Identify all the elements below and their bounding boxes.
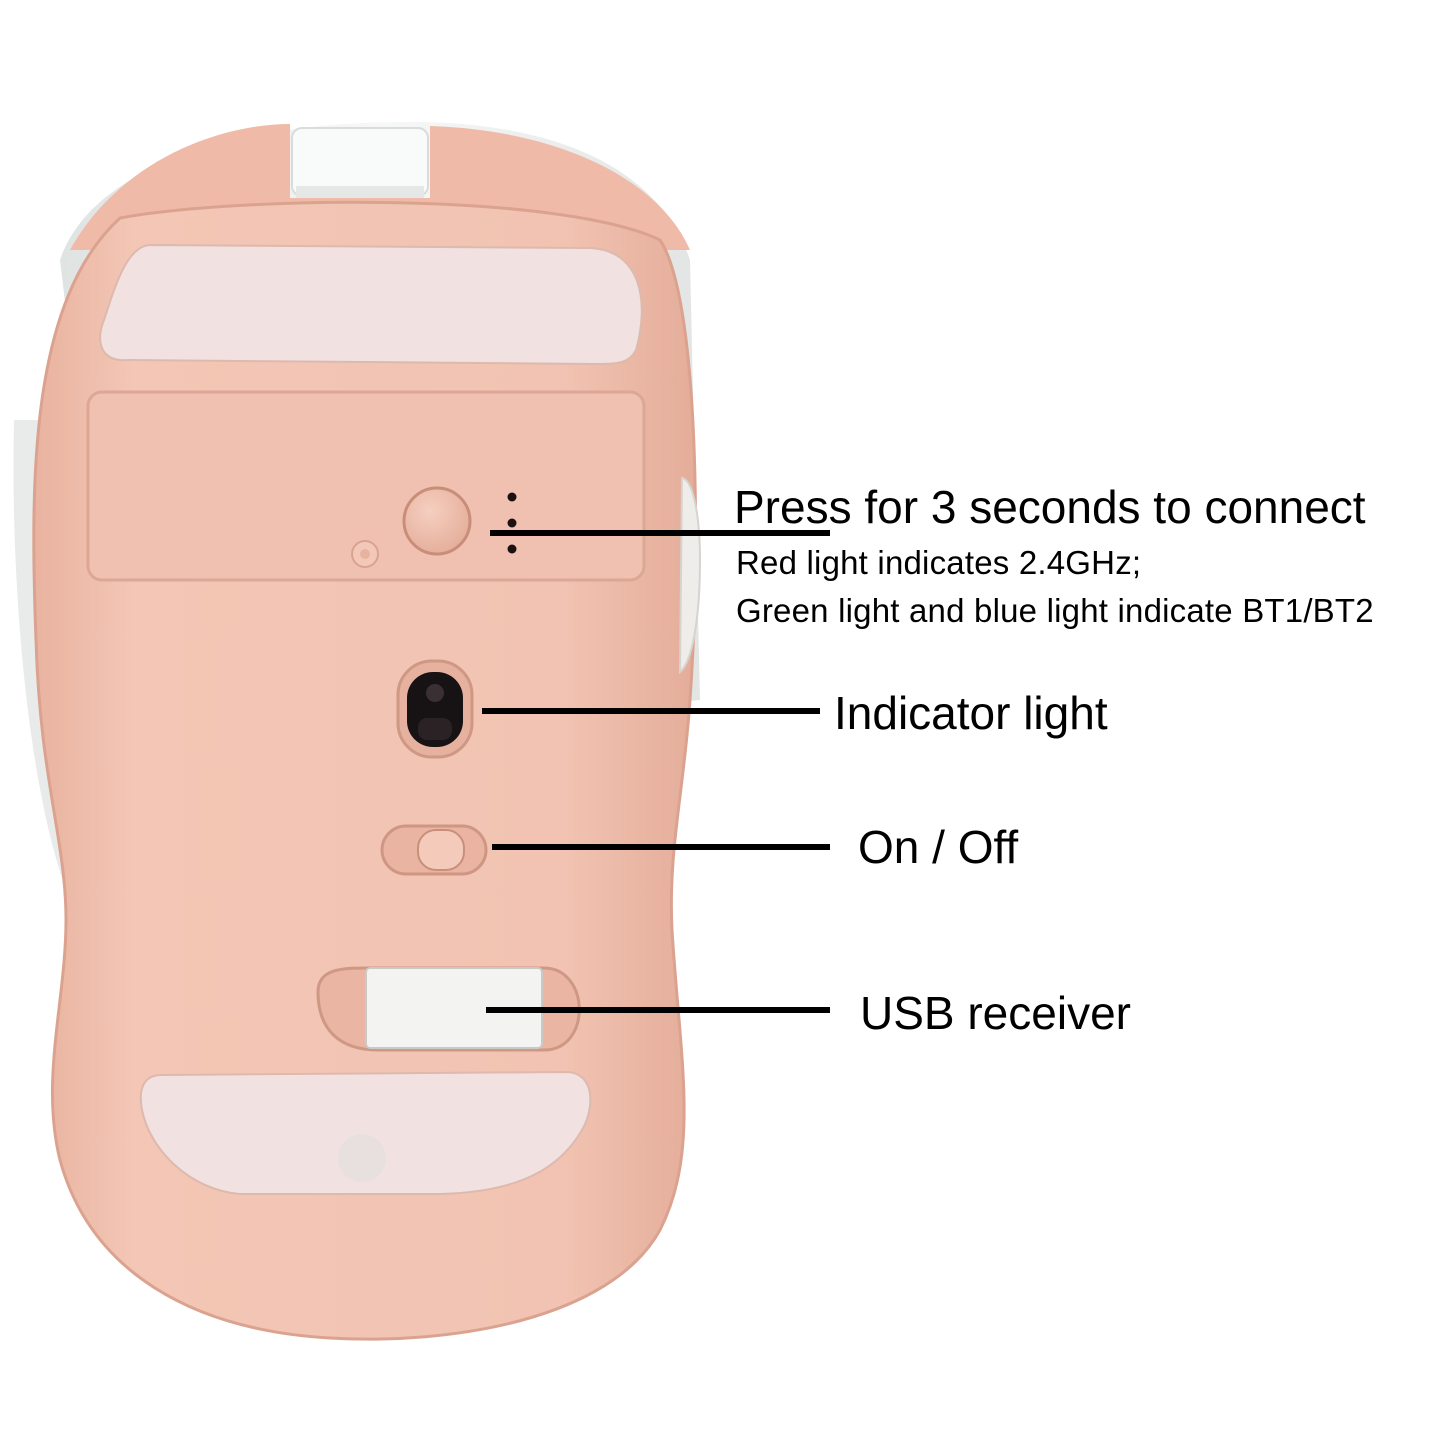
mode-dots-icon xyxy=(507,492,517,554)
scroll-wheel xyxy=(291,127,429,200)
optical-sensor xyxy=(396,659,474,759)
usb-receiver-slot xyxy=(316,966,581,1052)
usb-receiver-label: USB receiver xyxy=(860,987,1131,1039)
top-glide-foot xyxy=(99,243,643,366)
bottom-glide-foot xyxy=(139,1070,592,1195)
on-off-label: On / Off xyxy=(858,821,1019,873)
connect-title: Press for 3 seconds to connect xyxy=(734,481,1366,533)
indicator-light-label: Indicator light xyxy=(834,687,1108,739)
connect-button xyxy=(402,486,472,556)
callout-lines xyxy=(482,530,830,1013)
side-buttons xyxy=(678,476,702,675)
connect-detail-line2: Green light and blue light indicate BT1/… xyxy=(736,592,1374,629)
connect-detail-line1: Red light indicates 2.4GHz; xyxy=(736,544,1142,581)
power-switch xyxy=(380,824,488,876)
